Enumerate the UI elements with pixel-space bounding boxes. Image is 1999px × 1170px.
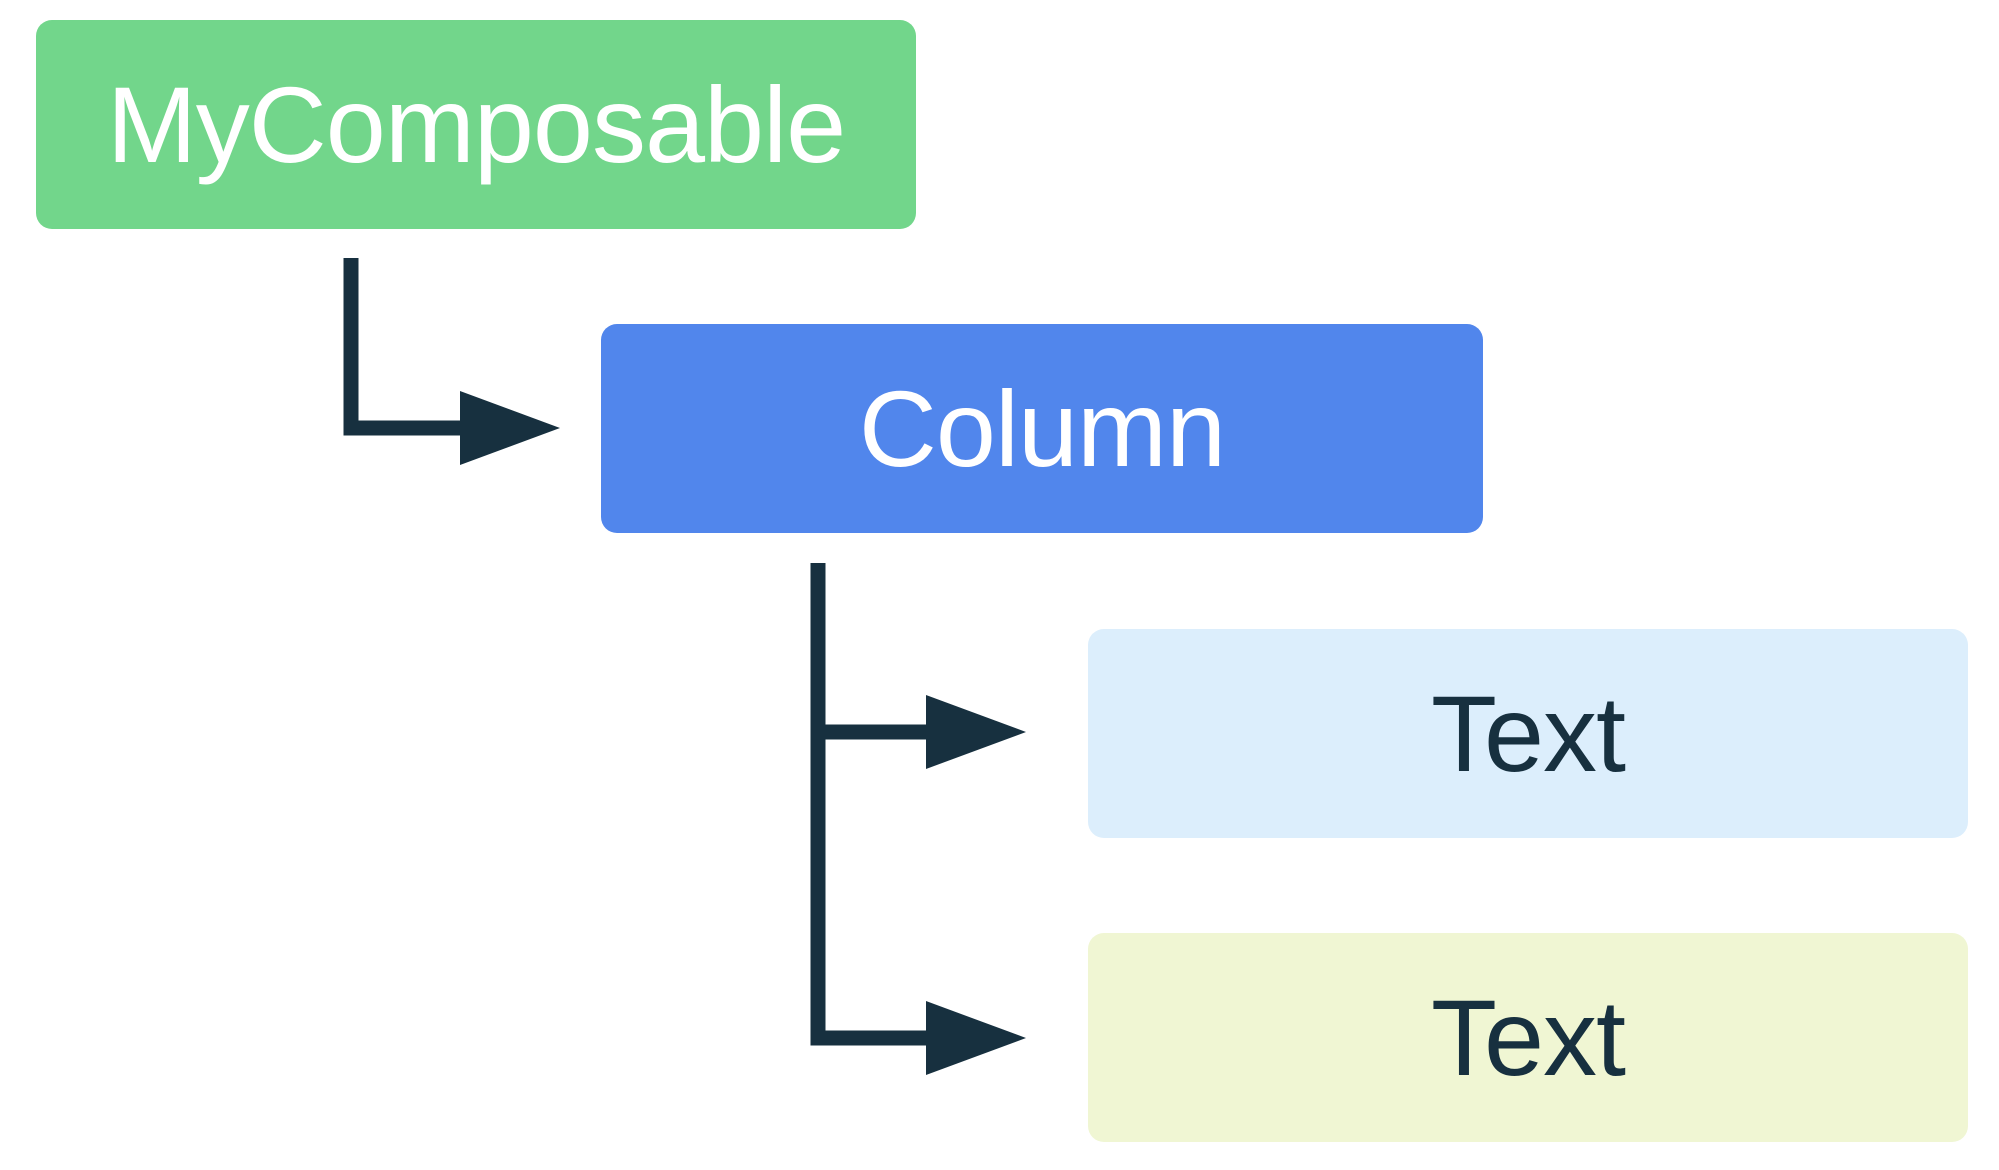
arrowhead-icon bbox=[926, 1001, 1026, 1075]
node-column: Column bbox=[601, 324, 1483, 533]
edge-column-to-text-first bbox=[810, 563, 1026, 769]
node-mycomposable: MyComposable bbox=[36, 20, 916, 229]
node-text-second-label: Text bbox=[1430, 977, 1626, 1098]
node-text-first: Text bbox=[1088, 629, 1968, 838]
node-text-first-label: Text bbox=[1430, 673, 1626, 794]
arrowhead-icon bbox=[460, 391, 560, 465]
node-mycomposable-label: MyComposable bbox=[106, 64, 846, 185]
edge-mycomposable-to-column bbox=[343, 258, 560, 465]
node-column-label: Column bbox=[858, 368, 1226, 489]
node-text-second: Text bbox=[1088, 933, 1968, 1142]
edge-column-to-text-second bbox=[810, 732, 1026, 1075]
arrowhead-icon bbox=[926, 695, 1026, 769]
